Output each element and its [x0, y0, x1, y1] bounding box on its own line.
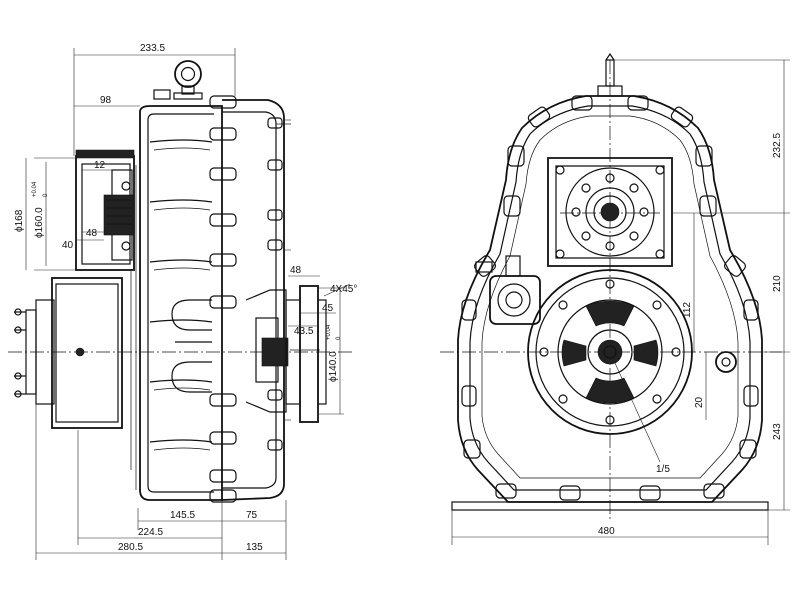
dim-top-width: 233.5 [140, 43, 165, 54]
front-housing [451, 95, 769, 511]
accessory-pump [475, 255, 541, 325]
side-view: 233.5 98 12 48 40 ϕ168 ϕ160.0 +0.04 0 48… [8, 43, 357, 560]
breather [597, 52, 623, 97]
front-dimension-lines [451, 59, 790, 545]
side-plug-core [721, 357, 731, 367]
dim-height-top: 232.5 [772, 133, 783, 158]
side-plug [715, 351, 737, 373]
housing-bolts [461, 95, 759, 501]
dim-height-low: 243 [772, 423, 783, 440]
dim-out-a: 48 [290, 265, 302, 276]
dim-out-fit-tol: +0.04 [326, 324, 332, 340]
dim-out-c: 43.5 [294, 326, 314, 337]
front-view: 232.5 210 243 112 20 1/5 480 [440, 52, 790, 545]
dim-out-fit: ϕ140.0 [328, 351, 339, 382]
dim-depth-a: 40 [62, 240, 74, 251]
dim-spline-a: 48 [86, 228, 98, 239]
lifting-eye [173, 60, 203, 100]
coupling-bolts [14, 308, 26, 398]
dim-flange-dia: ϕ168 [14, 209, 25, 232]
dim-overall-width: 480 [598, 526, 615, 537]
dim-height-mid: 210 [772, 275, 783, 292]
dim-bottom-c: 224.5 [138, 527, 163, 538]
input-bellhousing [75, 149, 135, 271]
dim-out-fit-class: 0 [336, 336, 342, 340]
dim-bottom-a: 145.5 [170, 510, 195, 521]
output-flange [245, 278, 327, 423]
dim-chamfer: 4X45° [330, 284, 357, 295]
dim-flange-fit: ϕ160.0 [34, 207, 45, 238]
dim-bottom-b: 75 [246, 510, 258, 521]
dim-offset-112: 112 [682, 302, 693, 318]
dim-out-b: 45 [322, 303, 334, 314]
input-flange-front [547, 157, 673, 267]
dim-bottom-d: 280.5 [118, 542, 143, 553]
main-housing [130, 105, 223, 501]
dim-offset-20: 20 [694, 396, 705, 408]
dim-bore-a: 12 [94, 160, 106, 171]
side-dimension-lines [25, 48, 351, 560]
dim-flange-fit-class: 0 [43, 193, 49, 197]
input-coupling [14, 277, 123, 429]
ratio-label: 1/5 [656, 464, 670, 475]
vent-plug [153, 89, 171, 100]
output-flange-front [527, 269, 693, 435]
dim-flange-fit-tol: +0.04 [32, 181, 38, 197]
dim-bottom-e: 135 [246, 542, 263, 553]
rear-housing [209, 95, 291, 503]
dim-top-offset: 98 [100, 95, 112, 106]
